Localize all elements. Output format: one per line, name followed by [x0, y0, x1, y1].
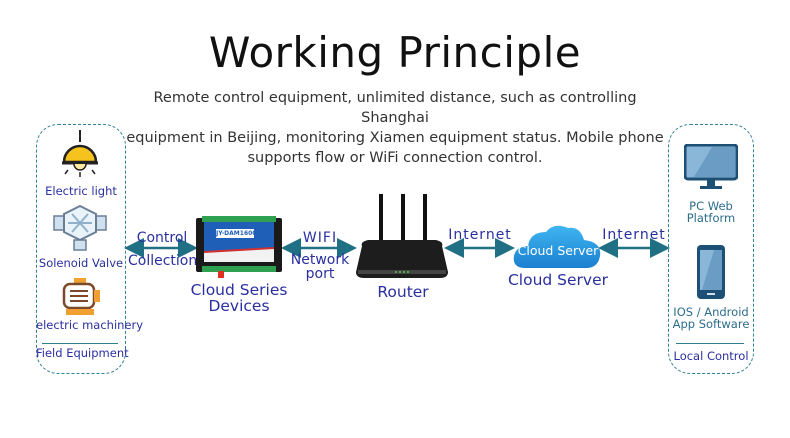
internet-label: Internet — [448, 227, 512, 243]
field-item-label: Solenoid Valve — [38, 256, 124, 270]
subtitle: Remote control equipment, unlimited dist… — [120, 88, 670, 168]
field-item-label: Electric light — [45, 184, 117, 198]
cloud-icon — [513, 225, 601, 268]
device-model-label: JY-DAM1600C — [216, 229, 254, 238]
internet-label: Internet — [602, 227, 666, 243]
smartphone-icon — [697, 245, 725, 299]
cloud-badge-label: Cloud Server — [517, 243, 599, 258]
electric-machinery-icon — [62, 278, 100, 315]
cloud-device-image — [196, 216, 282, 278]
divider — [42, 343, 118, 344]
subtitle-line: Remote control equipment, unlimited dist… — [153, 90, 637, 126]
field-item-label: electric machinery — [36, 318, 144, 332]
divider — [676, 343, 744, 344]
subtitle-line: equipment in Beijing, monitoring Xiamen … — [126, 130, 664, 146]
collection-label: Collection — [128, 253, 198, 269]
pc-monitor-icon — [684, 144, 738, 189]
solenoid-valve-icon — [53, 204, 107, 251]
wifi-label: WIFI — [302, 230, 338, 246]
subtitle-line: supports flow or WiFi connection control… — [247, 150, 543, 166]
router-label: Router — [377, 283, 429, 301]
router-icon — [356, 194, 448, 278]
local-control-footer: Local Control — [673, 349, 749, 363]
electric-light-icon — [62, 130, 98, 177]
field-footer: Field Equipment — [36, 346, 129, 360]
local-control-box — [668, 124, 754, 374]
cloud-label: Cloud Server — [507, 271, 609, 289]
control-label: Control — [136, 230, 188, 246]
page-title: Working Principle — [208, 28, 582, 77]
